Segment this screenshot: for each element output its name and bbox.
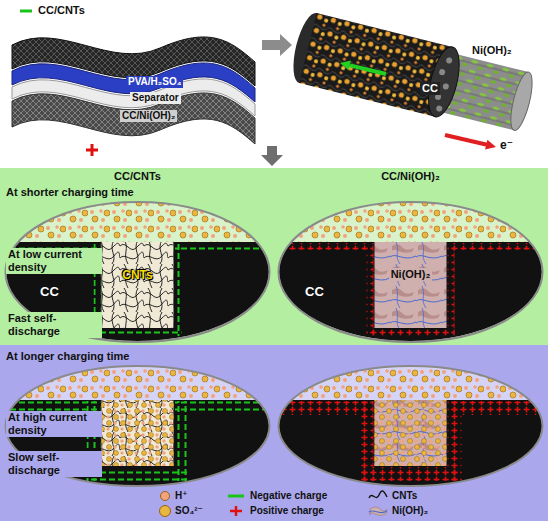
- minus-sign: [20, 10, 32, 13]
- process-arrow: [261, 146, 283, 166]
- legend-sample: [226, 490, 246, 502]
- rod-cap: [288, 10, 329, 86]
- cnt-sample: [369, 490, 387, 497]
- condition-label: At high current density: [6, 411, 102, 437]
- legend-swatch: [159, 505, 171, 517]
- rod-cap: [506, 70, 536, 132]
- device-layers: [12, 11, 255, 156]
- legend-sample: [368, 490, 388, 502]
- condition-label: At low current density: [6, 248, 102, 274]
- process-arrow: [262, 34, 292, 56]
- condition-label: At shorter charging time: [6, 186, 134, 199]
- legend-item: Positive charge: [226, 504, 324, 517]
- legend-label: SO₄²⁻: [175, 505, 203, 517]
- cnt-coating: [299, 13, 452, 117]
- legend-sample: [226, 505, 246, 517]
- electron-flow-arrow: [445, 135, 496, 150]
- legend-label: CNTs: [392, 490, 417, 502]
- legend-item: Ni(OH)₂: [368, 504, 428, 517]
- nickel-hydroxide-coating: [442, 54, 528, 130]
- electron-label: e⁻: [500, 138, 513, 152]
- plus-sign: [86, 144, 98, 156]
- material-label: Ni(OH)₂: [389, 268, 433, 281]
- legend-sample: [368, 505, 388, 517]
- material-label: Ni(OH)₂: [470, 44, 514, 57]
- nickel-hydroxide-sample: [369, 510, 387, 512]
- ion-flow-arrow: [340, 60, 386, 74]
- legend-label: Ni(OH)₂: [392, 505, 428, 517]
- electrode-body: [279, 203, 542, 341]
- condition-label: Fast self-discharge: [6, 312, 102, 338]
- carbon-fiber: [442, 83, 449, 90]
- nickel-hydroxide-sample: [370, 507, 387, 516]
- electrode-label: CC/CNTs: [38, 4, 85, 17]
- electrolyte-label: PVA/H₂SO₄: [126, 76, 183, 88]
- column-heading: CC/Ni(OH)₂: [381, 170, 440, 183]
- legend-item: Negative charge: [226, 489, 327, 502]
- legend-label: H⁺: [175, 490, 188, 502]
- material-label: CNTs: [122, 268, 152, 282]
- carbon-fiber: [439, 69, 446, 76]
- electrode-label: CC/Ni(OH)₂: [120, 110, 177, 122]
- legend-swatch: [160, 491, 170, 501]
- condition-band: CC/CNTs CC/Ni(OH)₂ At shorter charging tim…: [0, 168, 548, 345]
- legend-label: Negative charge: [250, 490, 327, 502]
- negative-charge-sample: [228, 494, 244, 497]
- legend-item: CNTs: [368, 489, 417, 502]
- condition-label: Slow self-discharge: [6, 451, 102, 477]
- carbon-fiber: [436, 105, 443, 112]
- column-heading: CC/CNTs: [114, 170, 161, 183]
- electrode-sheet: [12, 93, 255, 144]
- condition-label: At longer charging time: [6, 350, 129, 363]
- positive-charge-sample: [230, 506, 242, 516]
- material-label: CC: [305, 284, 324, 300]
- material-label: CC: [420, 82, 440, 95]
- separator-label: Separator: [130, 92, 181, 104]
- material-label: CC: [40, 284, 59, 300]
- fiber-rod: [288, 10, 538, 138]
- legend-label: Positive charge: [250, 505, 324, 517]
- carbon-fiber: [446, 57, 453, 64]
- legend-item: SO₄²⁻: [158, 504, 203, 517]
- electrode-ellipse: CC Ni(OH)₂: [278, 202, 543, 342]
- legend-item: H⁺: [158, 489, 188, 502]
- electrode-body: [6, 203, 269, 341]
